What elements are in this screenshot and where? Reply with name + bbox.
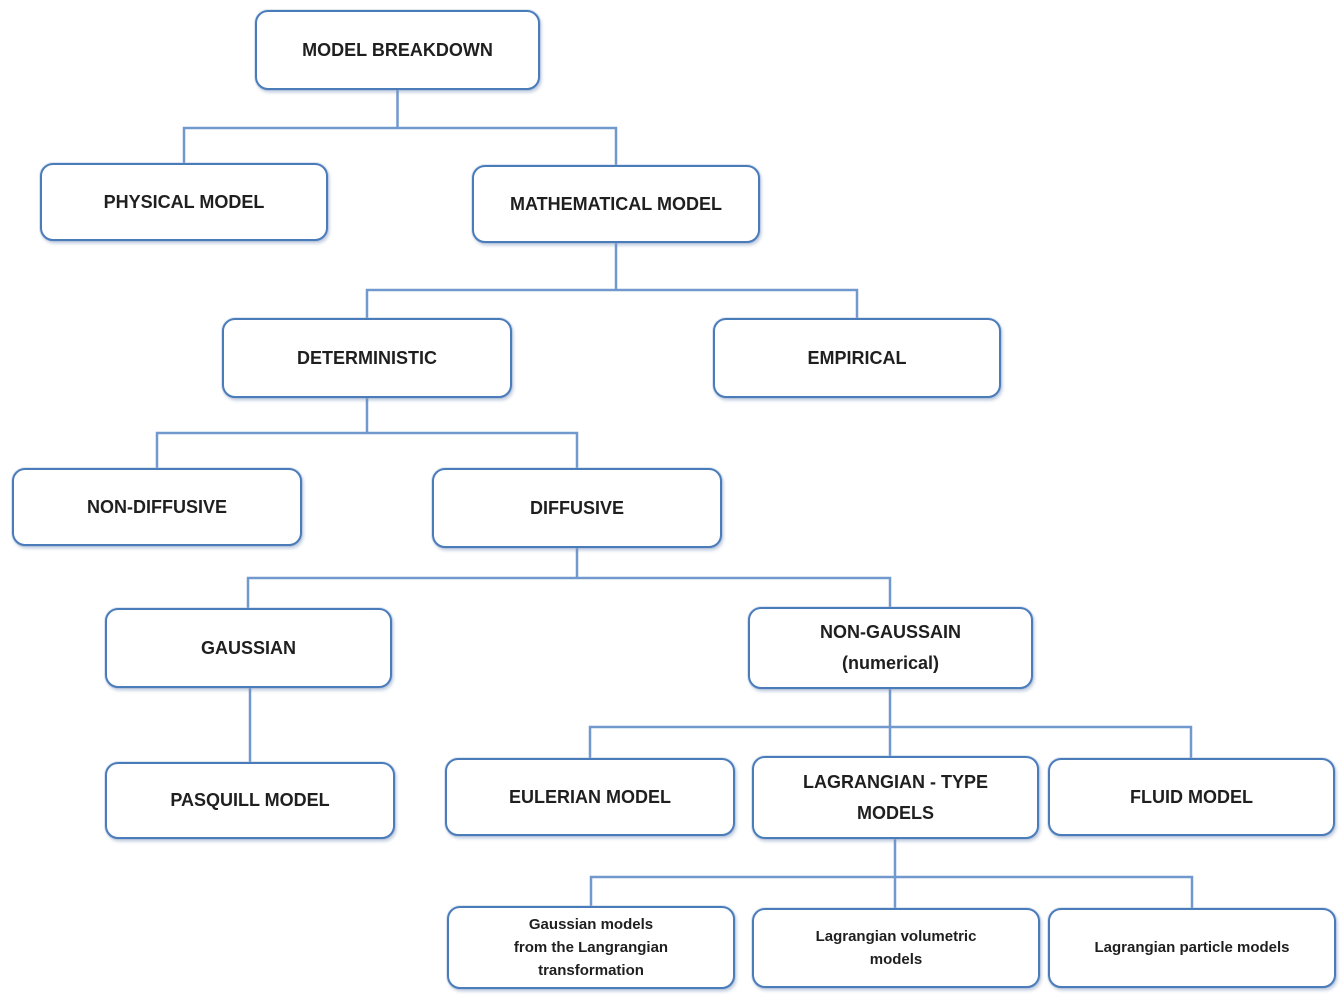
node-physical-model: PHYSICAL MODEL [40, 163, 328, 241]
node-lagrangian-volumetric-models: Lagrangian volumetric models [752, 908, 1040, 988]
connector-lagrangian-type-children [589, 839, 1194, 908]
connector-model-breakdown-children [182, 90, 618, 165]
node-gaussian-models-from-langrangian-transformation: Gaussian models from the Langrangian tra… [447, 906, 735, 989]
node-eulerian-model: EULERIAN MODEL [445, 758, 735, 836]
node-lagrangian-particle-models: Lagrangian particle models [1048, 908, 1336, 988]
connector-deterministic-children [155, 398, 579, 468]
connector-mathematical-children [365, 243, 859, 318]
node-fluid-model: FLUID MODEL [1048, 758, 1335, 836]
connector-diffusive-children [246, 548, 892, 608]
node-model-breakdown: MODEL BREAKDOWN [255, 10, 540, 90]
node-pasquill-model: PASQUILL MODEL [105, 762, 395, 839]
node-lagrangian-type-models: LAGRANGIAN - TYPE MODELS [752, 756, 1039, 839]
node-empirical: EMPIRICAL [713, 318, 1001, 398]
node-non-diffusive: NON-DIFFUSIVE [12, 468, 302, 546]
node-diffusive: DIFFUSIVE [432, 468, 722, 548]
node-deterministic: DETERMINISTIC [222, 318, 512, 398]
connector-non-gaussain-children [588, 689, 1193, 758]
node-gaussian: GAUSSIAN [105, 608, 392, 688]
node-mathematical-model: MATHEMATICAL MODEL [472, 165, 760, 243]
node-non-gaussain-numerical: NON-GAUSSAIN (numerical) [748, 607, 1033, 689]
